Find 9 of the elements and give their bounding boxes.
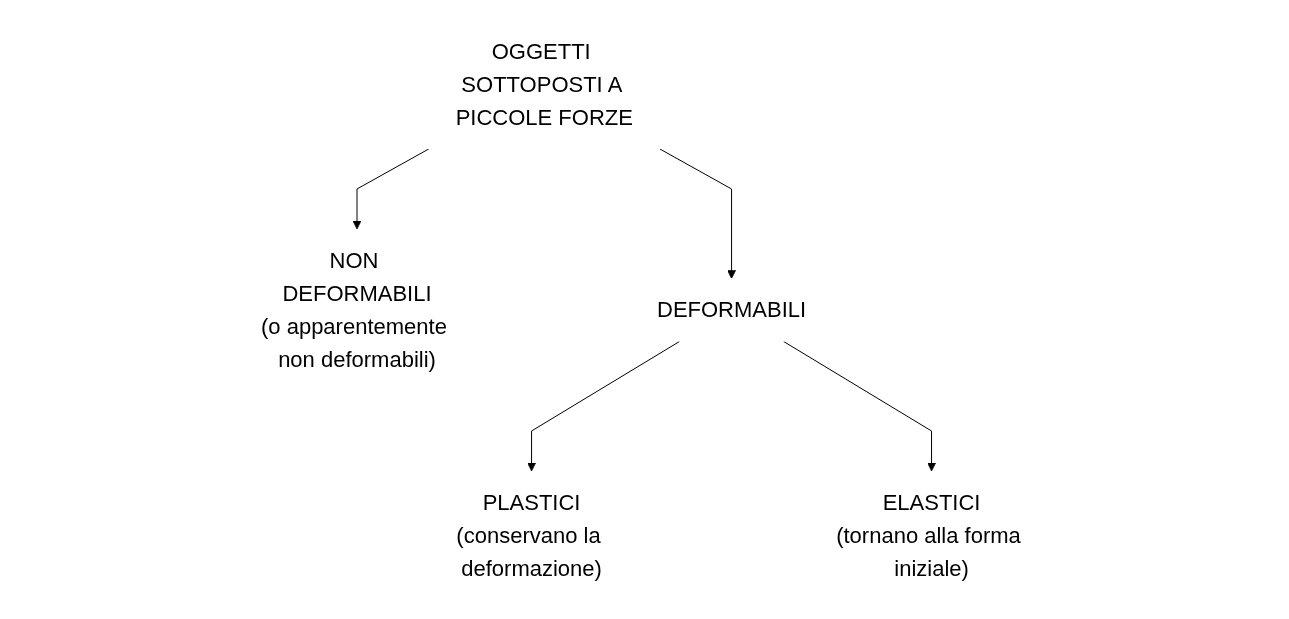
- arrow: [527, 340, 681, 471]
- node-text: PLASTICI (conservano la deformazione): [456, 489, 603, 581]
- arrow: [352, 148, 430, 229]
- arrow: [659, 148, 737, 279]
- arrow: [783, 340, 937, 471]
- node-text: OGGETTI SOTTOPOSTI A PICCOLE FORZE: [455, 38, 634, 130]
- node-text: DEFORMABILI: [657, 296, 807, 322]
- node-text: ELASTICI (tornano alla forma iniziale): [836, 489, 1022, 581]
- node-text: NON DEFORMABILI (o apparentemente non deformabili): [261, 247, 448, 372]
